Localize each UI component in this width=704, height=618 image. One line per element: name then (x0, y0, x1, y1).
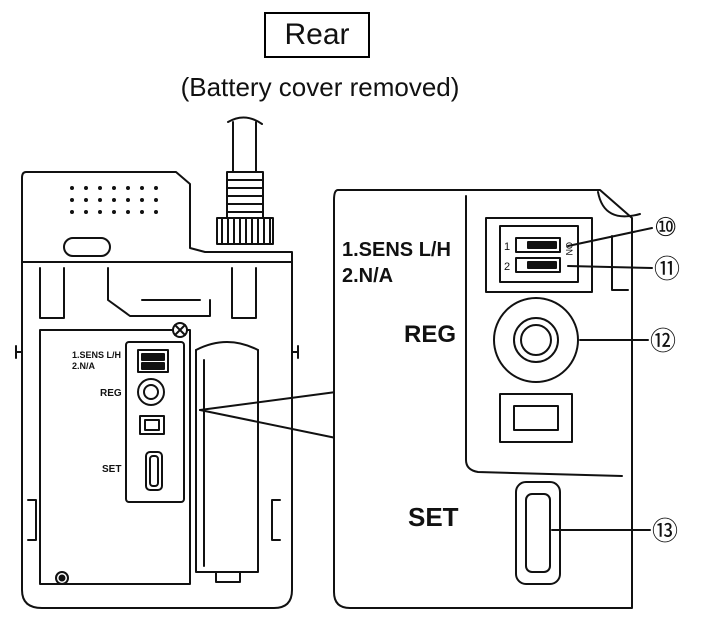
device-set-label: SET (102, 464, 121, 475)
device-body (15, 171, 299, 609)
detail-reg-label: REG (404, 321, 456, 348)
title-text: Rear (284, 18, 350, 51)
speaker-holes (70, 186, 158, 214)
callout-10: ⑩ (654, 213, 677, 243)
subtitle-text: (Battery cover removed) (180, 72, 460, 102)
title-box: Rear (264, 12, 370, 58)
callout-line-11 (567, 265, 653, 269)
cable (216, 116, 274, 245)
detail-switch-label-1: 1.SENS L/H (342, 239, 451, 261)
dip-number-1: 1 (504, 241, 510, 253)
callout-line-10 (567, 227, 653, 247)
zoom-line-bottom (199, 409, 337, 439)
device-reg-label: REG (100, 388, 122, 399)
dip-on-label: ON (564, 242, 574, 256)
device-switch-label-1: 1.SENS L/H (72, 350, 121, 360)
detail-switch-label-2: 2.N/A (342, 265, 393, 287)
dip-number-2: 2 (504, 261, 510, 273)
zoom-line-top (199, 391, 337, 411)
detail-panel (333, 189, 641, 609)
callout-12: ⑫ (650, 327, 676, 357)
callout-11: ⑪ (654, 255, 680, 285)
device-switch-label-2: 2.N/A (72, 361, 96, 371)
callout-13: ⑬ (652, 517, 678, 547)
detail-set-label: SET (408, 502, 459, 532)
